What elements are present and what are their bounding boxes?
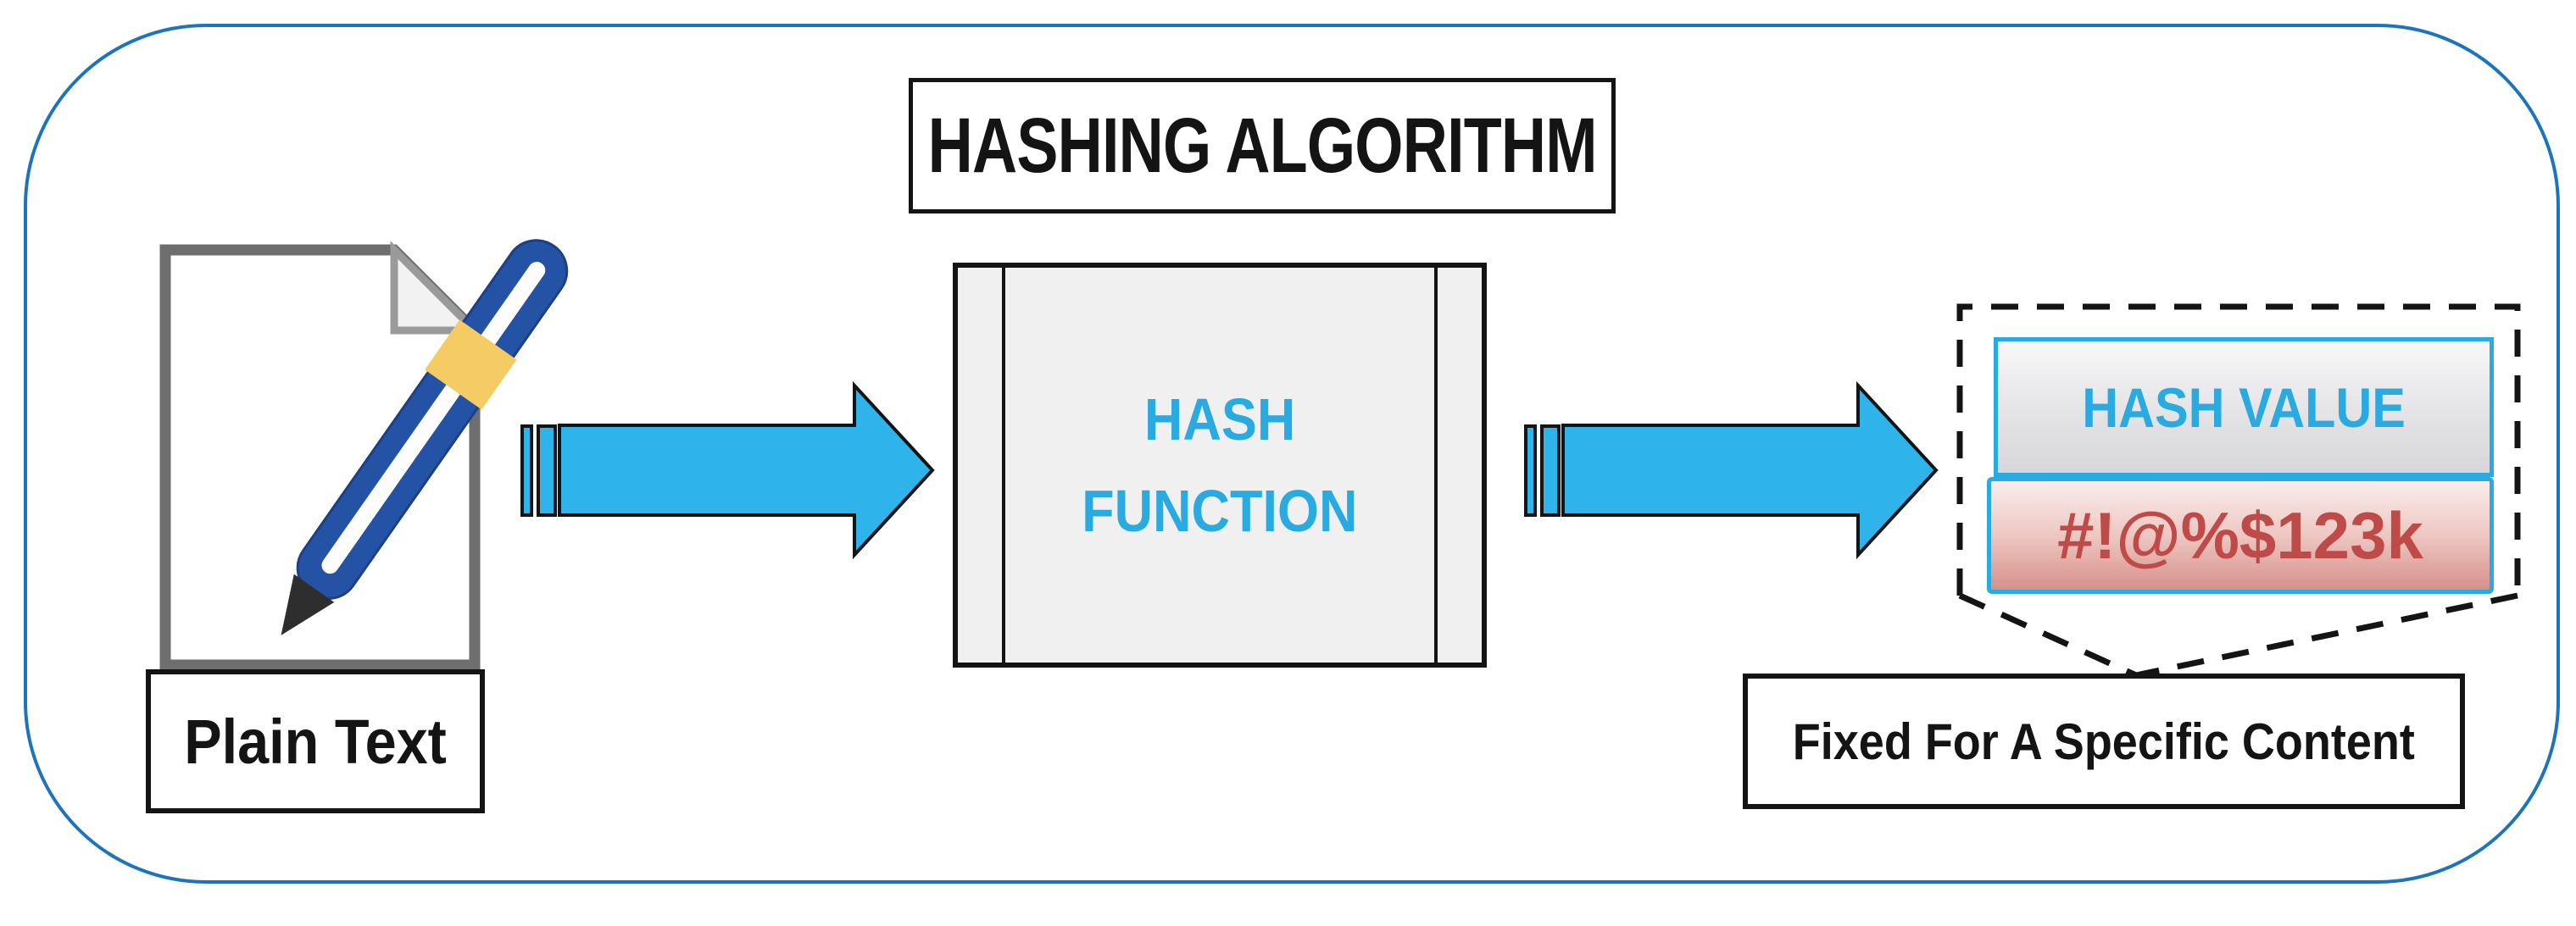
hash-value-title: HASH VALUE (2082, 375, 2406, 439)
hash-box-left-rule (1002, 268, 1005, 663)
plain-text-label: Plain Text (184, 706, 447, 777)
hash-function-label-line1: HASH (1143, 385, 1296, 452)
hash-function-label-line2: FUNCTION (1082, 478, 1358, 544)
pen-shape (281, 239, 569, 635)
hash-value-box: HASH VALUE (1994, 337, 2494, 477)
hash-code-value: #!@%$123k (2057, 497, 2423, 573)
caption-box: Fixed For A Specific Content (1743, 674, 2465, 809)
plain-text-box: Plain Text (146, 669, 485, 813)
diagram-title-box: HASHING ALGORITHM (909, 78, 1616, 213)
diagram-border (24, 24, 2560, 884)
hash-function-box: HASH FUNCTION (953, 263, 1487, 668)
document-pen-icon (136, 233, 569, 678)
caption-label: Fixed For A Specific Content (1792, 713, 2416, 770)
hash-box-right-rule (1434, 268, 1438, 663)
flow-arrow-right-icon (1512, 373, 1945, 568)
page-fold (390, 241, 484, 335)
diagram-title: HASHING ALGORITHM (927, 102, 1597, 189)
flow-arrow-right-icon (509, 373, 941, 568)
dashed-callout-pointer-icon (1941, 292, 2568, 690)
hash-code-box: #!@%$123k (1987, 477, 2494, 594)
